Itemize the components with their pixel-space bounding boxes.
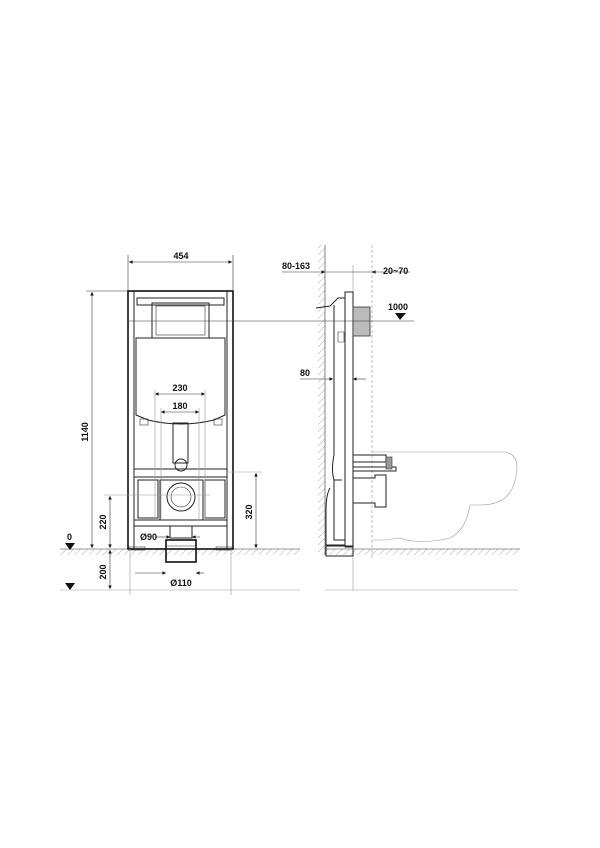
side-frame-post (344, 291, 354, 548)
outlet-connector (353, 474, 387, 508)
width-label: 454 (173, 251, 188, 261)
height-label: 1140 (80, 422, 90, 442)
floor-hatch (60, 549, 300, 555)
frame (127, 290, 330, 563)
flush-height-label: 1000 (388, 302, 408, 312)
front-view: 454 1140 230 180 320 220 200 0 Ø90 Ø110 (60, 251, 330, 595)
floor-level-label: 0 (67, 532, 72, 542)
subfloor-level-marker-icon (65, 583, 75, 590)
outlet-pipe (165, 539, 197, 563)
outlet-height-label: 220 (98, 514, 108, 529)
wall-bracket (315, 297, 345, 309)
wall-gap-label: 80-163 (282, 261, 310, 271)
flush-button (352, 306, 371, 337)
wall-hatch (318, 245, 325, 555)
frame-depth-label: 80 (300, 368, 310, 378)
crossbar (133, 468, 228, 478)
side-view: 80-163 20~70 1000 80 (282, 245, 520, 591)
below-floor-label: 200 (98, 564, 108, 579)
flush-panel-opening (151, 302, 210, 339)
inlet-height-label: 320 (244, 504, 254, 519)
outer-spacing-label: 230 (172, 383, 187, 393)
front-gap-label: 20~70 (383, 266, 408, 276)
floor-level-marker-icon (65, 543, 75, 550)
outlet-bend (166, 482, 196, 512)
outlet-diameter-small: Ø90 (140, 532, 157, 542)
inner-spacing-label: 180 (172, 401, 187, 411)
outlet-diameter-large: Ø110 (170, 578, 192, 588)
toilet-bowl-outline (372, 451, 518, 542)
flush-pipe (172, 422, 189, 464)
flush-height-marker-icon (395, 313, 406, 320)
cistern (135, 337, 226, 425)
